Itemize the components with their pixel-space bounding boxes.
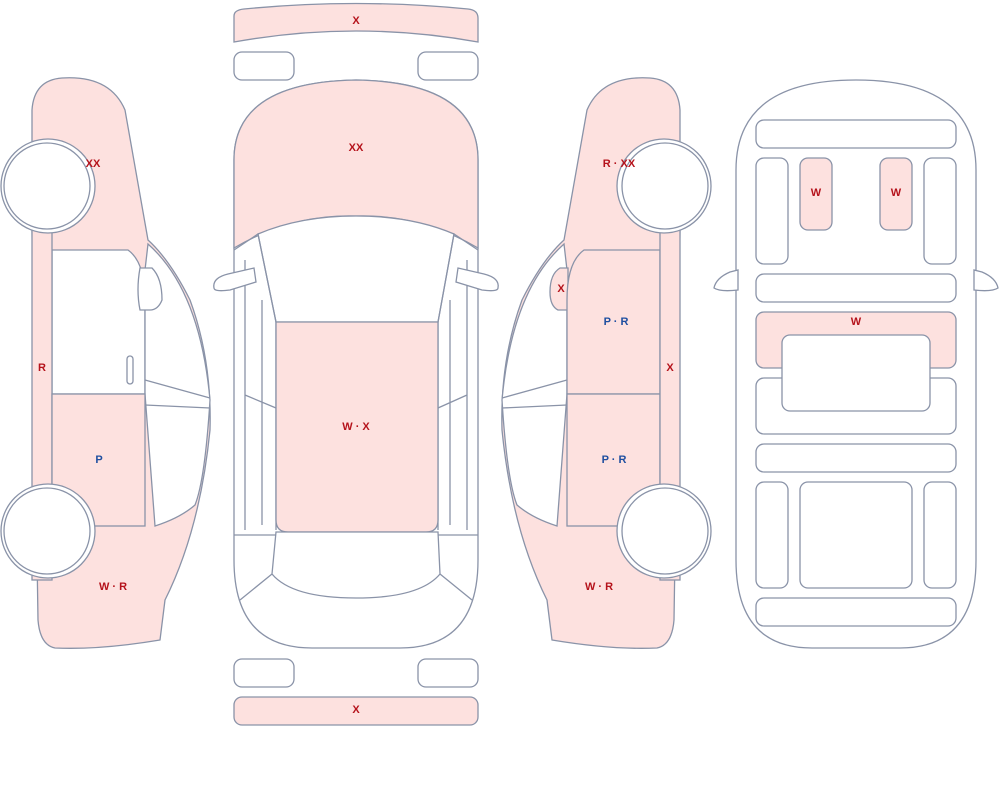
- right-side-window[interactable]: [501, 242, 568, 527]
- right-mirror-top[interactable]: [455, 267, 499, 292]
- left-front-wheel[interactable]: [3, 142, 91, 230]
- left-b-pillar: [144, 379, 211, 409]
- left-rocker-label: R: [38, 362, 46, 374]
- right-side-glass-top: [437, 260, 468, 530]
- right-rear-door-label: P · R: [602, 454, 627, 466]
- cargo-floor[interactable]: [799, 481, 913, 589]
- rear-bench-label: W: [851, 316, 862, 328]
- left-rear-quarter-label: W · R: [99, 581, 127, 593]
- right-rear-wheel[interactable]: [621, 487, 709, 575]
- front-left-seat[interactable]: [799, 157, 833, 231]
- front-bumper-label: X: [352, 15, 360, 27]
- left-side-glass-top: [244, 260, 277, 530]
- left-door-handle[interactable]: [126, 355, 134, 385]
- left-front-fender-label: XX: [86, 158, 101, 170]
- rear-left-light[interactable]: [233, 658, 295, 688]
- right-front-door-label: P · R: [604, 316, 629, 328]
- cargo-left-trim[interactable]: [755, 481, 789, 589]
- rear-sill[interactable]: [755, 597, 957, 627]
- dashboard[interactable]: [755, 119, 957, 149]
- left-mirror[interactable]: [137, 267, 163, 311]
- rear-bumper[interactable]: [233, 696, 479, 726]
- left-rear-wheel[interactable]: [3, 487, 91, 575]
- top-view: X XX W · X X: [213, 2, 499, 726]
- hood-label: XX: [349, 142, 364, 154]
- windshield[interactable]: [257, 215, 455, 323]
- right-rocker-label: X: [666, 362, 674, 374]
- front-right-light[interactable]: [417, 51, 479, 81]
- left-side-window[interactable]: [144, 242, 211, 527]
- right-mirror[interactable]: [549, 267, 569, 311]
- front-right-door-trim[interactable]: [923, 157, 957, 265]
- center-console[interactable]: [755, 273, 957, 303]
- roof-label: W · X: [342, 421, 370, 433]
- front-right-seat[interactable]: [879, 157, 913, 231]
- left-mirror-top[interactable]: [213, 267, 257, 292]
- interior-right-mirror[interactable]: [973, 269, 999, 292]
- front-left-seat-label: W: [811, 187, 822, 199]
- front-left-light[interactable]: [233, 51, 295, 81]
- front-bumper[interactable]: [233, 2, 479, 43]
- cargo-right-trim[interactable]: [923, 481, 957, 589]
- right-rear-quarter-label: W · R: [585, 581, 613, 593]
- rear-shelf[interactable]: [755, 443, 957, 473]
- front-left-door-trim[interactable]: [755, 157, 789, 265]
- right-front-wheel[interactable]: [621, 142, 709, 230]
- right-side-view: R · XX X P · R X P · R W · R: [501, 77, 712, 649]
- right-mirror-label: X: [557, 283, 565, 295]
- left-side-view: XX R P W · R: [0, 77, 211, 649]
- rear-right-light[interactable]: [417, 658, 479, 688]
- left-rear-door-label: P: [95, 454, 102, 466]
- rear-window[interactable]: [271, 531, 441, 599]
- interior-left-mirror[interactable]: [713, 269, 739, 292]
- interior-view: W W W: [713, 79, 999, 649]
- rear-armrest[interactable]: [781, 334, 931, 412]
- front-right-seat-label: W: [891, 187, 902, 199]
- trunk-lines: [234, 534, 478, 601]
- rear-bumper-label: X: [352, 704, 360, 716]
- right-front-fender-label: R · XX: [603, 158, 636, 170]
- right-b-pillar: [501, 379, 568, 409]
